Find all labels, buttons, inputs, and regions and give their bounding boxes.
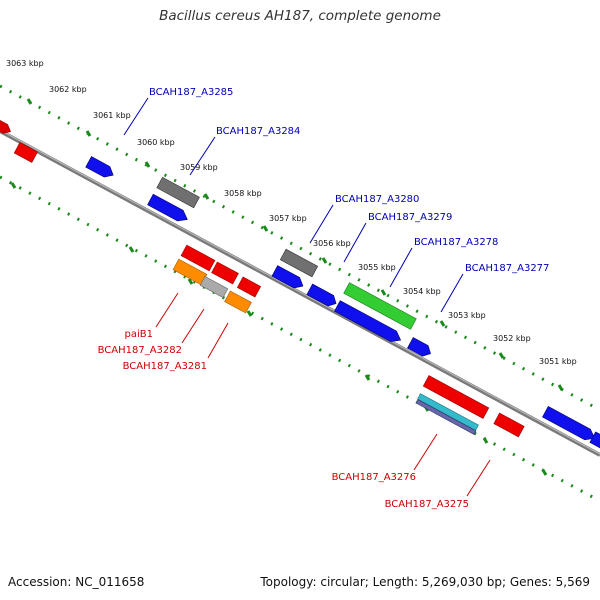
scale-label: 3051 kbp [539, 357, 577, 366]
gene-arrow-red [0, 119, 11, 134]
gene-arrow-blue [542, 405, 596, 441]
scale-label: 3062 kbp [49, 85, 87, 94]
tick-marks-inner [10, 182, 548, 476]
gene-arrow-blue [306, 283, 337, 307]
tick-marks-outer [26, 98, 564, 391]
gene-arrow-blue [271, 265, 304, 289]
gene-label-paib1: paiB1 [125, 329, 153, 340]
gene-arrow-blue [334, 300, 402, 342]
gene-arrow-green [343, 282, 417, 330]
gene-arrow-cyan [417, 393, 479, 431]
gene-arrow-silver [199, 276, 229, 298]
scale-label: 3058 kbp [224, 189, 262, 198]
gene-arrow-blue [407, 337, 431, 357]
scale-label: 3053 kbp [448, 311, 486, 320]
gene-arrow-red [236, 276, 262, 298]
gene-arrow-gray [156, 176, 200, 209]
gene-arrow-red [13, 142, 38, 163]
gene-label-bcah187-a3275: BCAH187_A3275 [385, 499, 469, 510]
gene-label-bcah187-a3279: BCAH187_A3279 [368, 212, 452, 223]
gene-label-bcah187-a3278: BCAH187_A3278 [414, 237, 498, 248]
gene-arrow-red [180, 244, 216, 272]
scale-label: 3061 kbp [93, 111, 131, 120]
gene-arrow-slate [415, 399, 477, 435]
gene-label-bcah187-a3277: BCAH187_A3277 [465, 263, 549, 274]
scale-label: 3056 kbp [313, 239, 351, 248]
gene-arrow-blue [85, 156, 114, 178]
gene-arrow-red [422, 375, 490, 419]
genome-backbone [0, 129, 600, 457]
gene-arrow-red [493, 412, 525, 438]
gene-arrow-gray [279, 248, 319, 278]
topology-text: Topology: circular; Length: 5,269,030 bp… [260, 575, 590, 589]
scale-label: 3054 kbp [403, 287, 441, 296]
gene-arrow-red [211, 261, 239, 285]
scale-labels: 3063 kbp 3062 kbp 3061 kbp 3060 kbp 3059… [6, 59, 577, 366]
reverse-labels: paiB1 BCAH187_A3282 BCAH187_A3281 BCAH18… [98, 329, 469, 510]
gene-label-bcah187-a3281: BCAH187_A3281 [123, 361, 207, 372]
scale-label: 3060 kbp [137, 138, 175, 147]
scale-label: 3057 kbp [269, 214, 307, 223]
gene-features [0, 119, 600, 449]
gene-arrow-orange [224, 290, 252, 314]
forward-labels: BCAH187_A3285 BCAH187_A3284 BCAH187_A328… [149, 87, 549, 274]
scale-label: 3052 kbp [493, 334, 531, 343]
gene-arrow-blue [589, 431, 600, 449]
reverse-leaders [155, 292, 491, 497]
gene-label-bcah187-a3276: BCAH187_A3276 [332, 472, 416, 483]
scale-label: 3059 kbp [180, 163, 218, 172]
map-title: Bacillus cereus AH187, complete genome [159, 8, 441, 24]
gene-label-bcah187-a3284: BCAH187_A3284 [216, 126, 300, 137]
gene-label-bcah187-a3285: BCAH187_A3285 [149, 87, 233, 98]
forward-leaders [123, 97, 464, 313]
gene-arrow-blue [147, 193, 188, 222]
accession-text: Accession: NC_011658 [8, 575, 145, 589]
scale-label: 3055 kbp [358, 263, 396, 272]
gene-label-bcah187-a3280: BCAH187_A3280 [335, 194, 419, 205]
scale-label: 3063 kbp [6, 59, 44, 68]
gene-label-bcah187-a3282: BCAH187_A3282 [98, 345, 182, 356]
